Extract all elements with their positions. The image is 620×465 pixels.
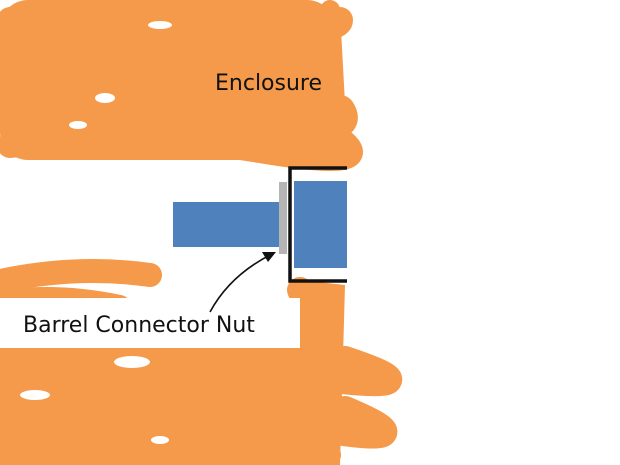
label-background <box>0 298 300 348</box>
leader-arrowhead <box>262 252 276 262</box>
barrel-connector-nut <box>279 182 287 254</box>
enclosure-top-wall <box>0 0 363 171</box>
enclosure-bottom-gaps <box>20 356 169 444</box>
enclosure-cutout-bracket <box>288 166 347 283</box>
enclosure-top-gaps <box>69 21 172 129</box>
nut-label: Barrel Connector Nut <box>23 313 255 338</box>
nut-leader-line <box>209 253 273 313</box>
barrel-connector-shaft <box>173 202 279 247</box>
barrel-connector-body <box>294 181 347 268</box>
enclosure-label: Enclosure <box>215 71 323 96</box>
